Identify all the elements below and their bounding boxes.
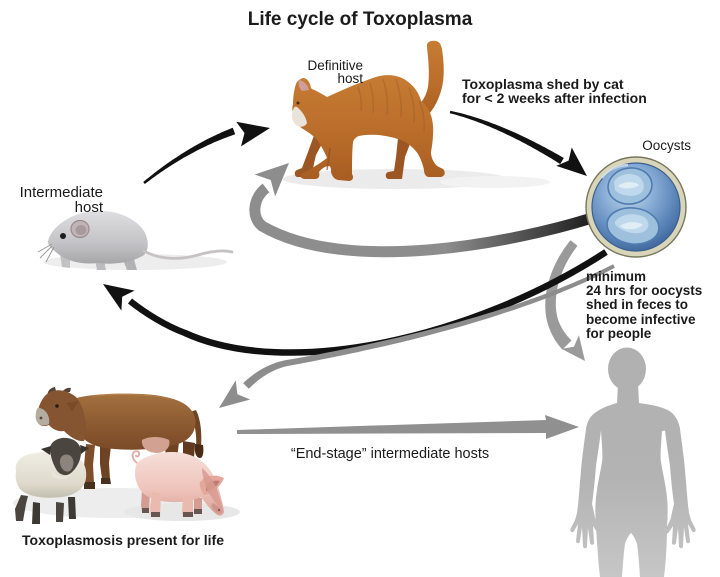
svg-text:host: host	[75, 199, 104, 216]
svg-text:24 hrs for oocysts: 24 hrs for oocysts	[586, 283, 702, 298]
svg-text:for < 2 weeks after infection: for < 2 weeks after infection	[462, 90, 647, 106]
svg-text:become infective: become infective	[586, 312, 696, 327]
svg-text:Definitive: Definitive	[307, 58, 363, 73]
svg-text:Toxoplasma shed by cat: Toxoplasma shed by cat	[462, 76, 624, 92]
svg-text:Toxoplasmosis present for life: Toxoplasmosis present for life	[22, 532, 224, 548]
svg-text:Oocysts: Oocysts	[642, 138, 691, 153]
svg-text:host: host	[337, 71, 363, 86]
svg-text:for people: for people	[586, 326, 652, 341]
svg-text:Intermediate: Intermediate	[20, 184, 103, 201]
svg-text:Life cycle of Toxoplasma: Life cycle of Toxoplasma	[248, 9, 473, 30]
svg-text:“End-stage” intermediate hosts: “End-stage” intermediate hosts	[291, 446, 489, 462]
svg-text:minimum: minimum	[586, 269, 646, 284]
svg-text:shed in feces to: shed in feces to	[586, 297, 688, 312]
